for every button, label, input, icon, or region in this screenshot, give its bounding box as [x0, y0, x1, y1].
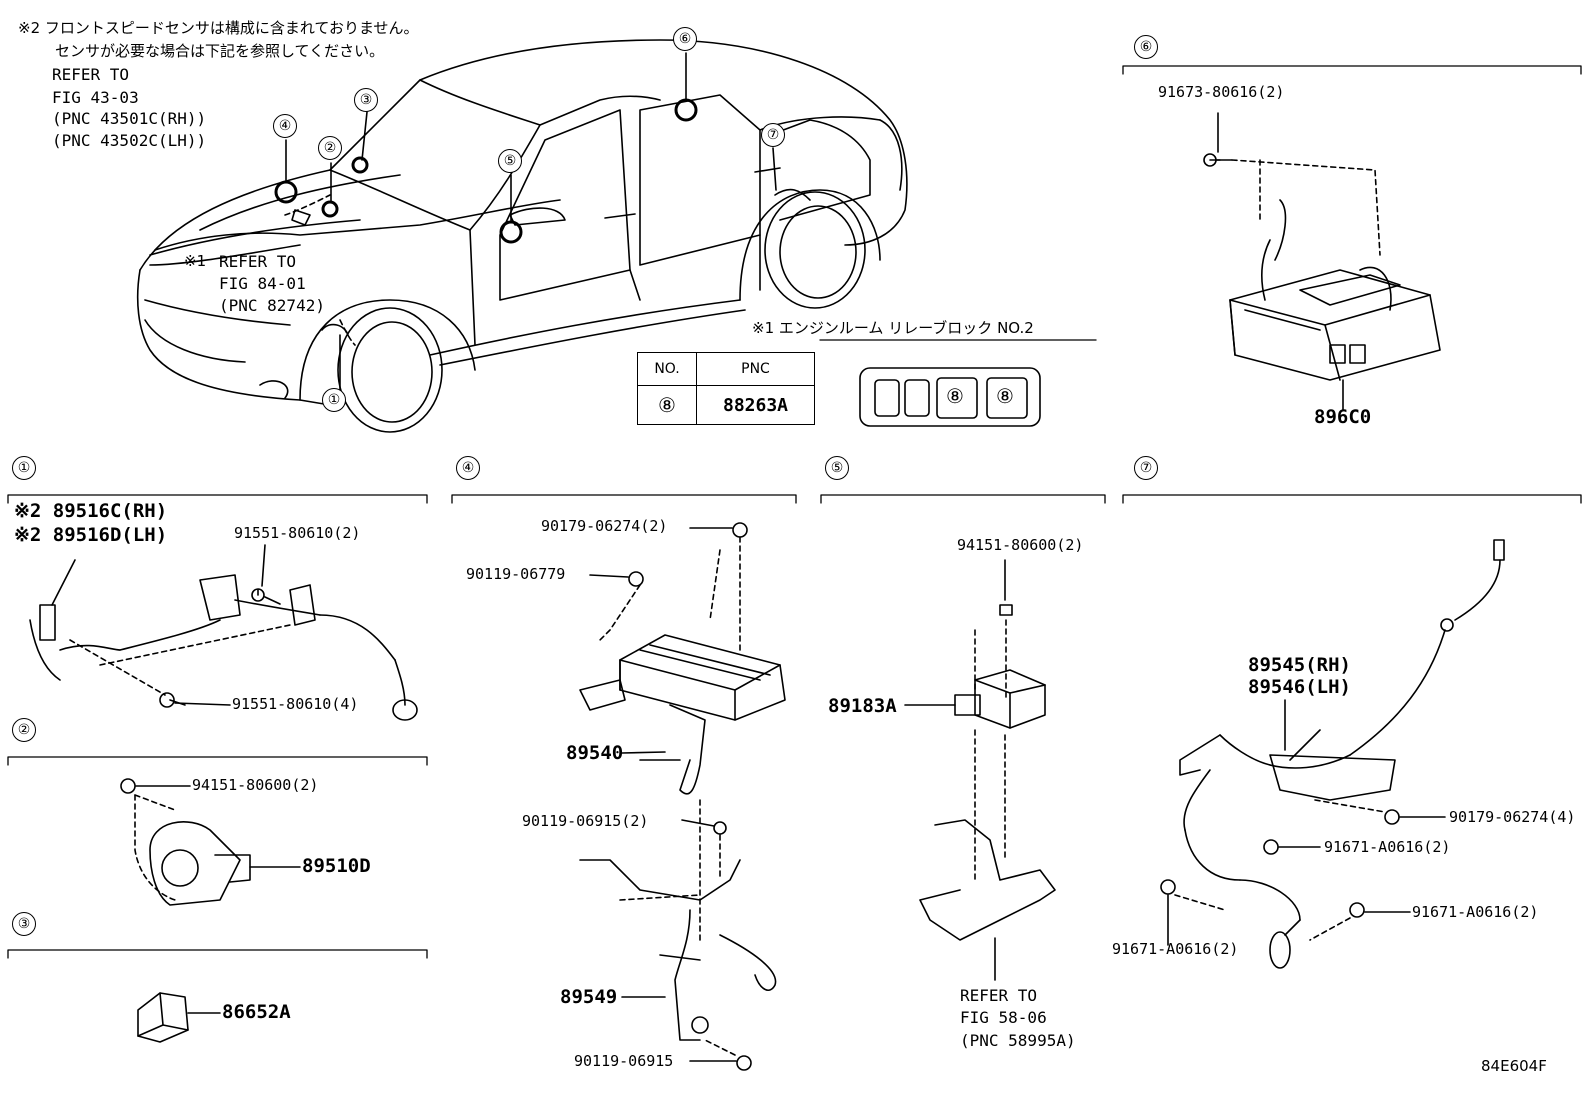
section-3-number: ③ — [12, 912, 36, 936]
relay-slot-3: ⑧ — [946, 384, 964, 408]
note-2-line-1: ※2 フロントスピードセンサは構成に含まれておりません。 — [18, 19, 419, 37]
s4-ecu-label: 89540 — [566, 742, 624, 764]
car-callout-5: ⑤ — [498, 149, 522, 173]
ref-3-line-3: (PNC 58995A) — [960, 1031, 1076, 1050]
car-illustration — [136, 39, 908, 433]
s1-main-rh: ※2 89516C(RH) — [14, 500, 168, 522]
section-7-number: ⑦ — [1134, 456, 1158, 480]
part-896c0-drawing — [1203, 112, 1441, 411]
part-89510d-drawing — [120, 778, 301, 906]
part-89540-89549-drawing — [579, 522, 786, 1071]
note-2-line-2: センサが必要な場合は下記を参照してください。 — [55, 42, 385, 60]
s7-bolt-b: 91671-A0616(2) — [1412, 903, 1539, 921]
s6-bolt-label: 91673-80616(2) — [1158, 83, 1285, 101]
s4-bolt-b: 90119-06915(2) — [522, 812, 649, 830]
ref-3-line-1: REFER TO — [960, 986, 1038, 1005]
section-2-number: ② — [12, 718, 36, 742]
ref-1-line-4: (PNC 43502C(LH)) — [52, 131, 207, 150]
s7-main-rh: 89545(RH) — [1248, 654, 1351, 676]
section-4-number: ④ — [456, 456, 480, 480]
pnc-row-code: 88263A — [696, 385, 815, 425]
ref-1-line-2: FIG 43-03 — [52, 88, 139, 107]
ref-1-line-3: (PNC 43501C(RH)) — [52, 109, 207, 128]
ref-2-line-3: (PNC 82742) — [219, 296, 325, 315]
s2-nut-label: 94151-80600(2) — [192, 776, 319, 794]
part-89183a-drawing — [904, 559, 1056, 981]
s1-bolt-b: 91551-80610(4) — [232, 695, 359, 713]
car-callout-4: ④ — [273, 114, 297, 138]
section-6-number: ⑥ — [1134, 35, 1158, 59]
s5-part-label: 89183A — [828, 695, 897, 717]
ref-2-line-1: REFER TO — [219, 252, 297, 271]
car-callout-7: ⑦ — [761, 123, 785, 147]
part-86652a-drawing — [137, 992, 221, 1043]
part-89545-drawing — [1160, 539, 1505, 969]
relay-slot-4: ⑧ — [996, 384, 1014, 408]
s3-part-label: 86652A — [222, 1001, 291, 1023]
pnc-table: NO. PNC ⑧ 88263A — [637, 352, 815, 425]
relay-block-label: ※1 エンジンルーム リレーブロック NO.2 — [752, 319, 1034, 337]
s7-bolt-a: 91671-A0616(2) — [1324, 838, 1451, 856]
s2-part-label: 89510D — [302, 855, 371, 877]
pnc-header-no: NO. — [637, 352, 697, 386]
relay-block-drawing — [859, 367, 1041, 427]
car-callout-1: ① — [322, 388, 346, 412]
part-89516-drawing — [29, 544, 418, 721]
section-5-number: ⑤ — [825, 456, 849, 480]
ref-2-prefix: ※1 — [184, 252, 207, 270]
s7-main-lh: 89546(LH) — [1248, 676, 1351, 698]
s1-bolt-a: 91551-80610(2) — [234, 524, 361, 542]
s1-main-lh: ※2 89516D(LH) — [14, 524, 168, 546]
pnc-header-pnc: PNC — [696, 352, 815, 386]
car-callout-2: ② — [318, 136, 342, 160]
s4-bolt-c: 90119-06915 — [574, 1052, 674, 1070]
s4-bracket-label: 89549 — [560, 986, 618, 1008]
s4-nut-a: 90179-06274(2) — [541, 517, 668, 535]
s7-bolt-c: 91671-A0616(2) — [1112, 940, 1239, 958]
ref-2-line-2: FIG 84-01 — [219, 274, 306, 293]
s5-nut-label: 94151-80600(2) — [957, 536, 1084, 554]
ref-1-line-1: REFER TO — [52, 65, 130, 84]
car-callout-3: ③ — [354, 88, 378, 112]
figure-id: 84E604F — [1481, 1057, 1547, 1075]
car-callout-6: ⑥ — [673, 27, 697, 51]
section-1-number: ① — [12, 456, 36, 480]
ref-3-line-2: FIG 58-06 — [960, 1008, 1047, 1027]
s6-part-label: 896C0 — [1314, 406, 1372, 428]
s7-nut-label: 90179-06274(4) — [1449, 808, 1576, 826]
pnc-row-no: ⑧ — [637, 385, 697, 425]
section-brackets — [7, 65, 1582, 959]
s4-bolt-a: 90119-06779 — [466, 565, 566, 583]
